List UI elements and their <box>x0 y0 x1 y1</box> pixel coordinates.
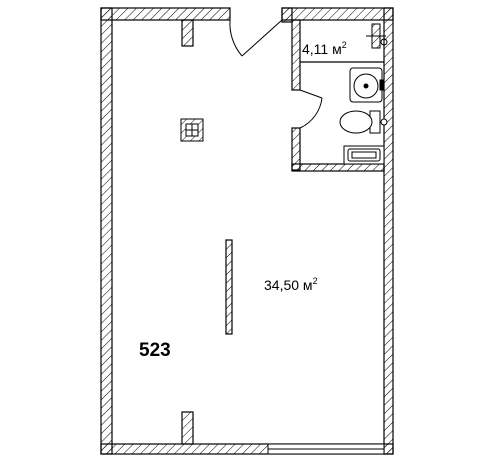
main-room-area-label: 34,50 м2 <box>264 276 318 293</box>
shower-tray-icon <box>343 145 385 165</box>
window-bottom <box>267 443 385 455</box>
entrance-door[interactable] <box>229 19 283 57</box>
bathroom-walls <box>291 19 385 172</box>
bathroom-door[interactable] <box>299 89 323 129</box>
interior-partition <box>225 239 233 335</box>
towel-rail-icon <box>366 23 388 49</box>
toilet-icon <box>339 110 388 134</box>
sink-icon <box>349 67 385 103</box>
window-right <box>383 170 394 440</box>
wall-pilasters <box>181 19 194 445</box>
bathroom-area-label: 4,11 м2 <box>302 40 347 57</box>
outer-walls <box>100 7 394 455</box>
ventilation-shaft-icon <box>180 118 204 142</box>
unit-number: 523 <box>139 340 171 361</box>
